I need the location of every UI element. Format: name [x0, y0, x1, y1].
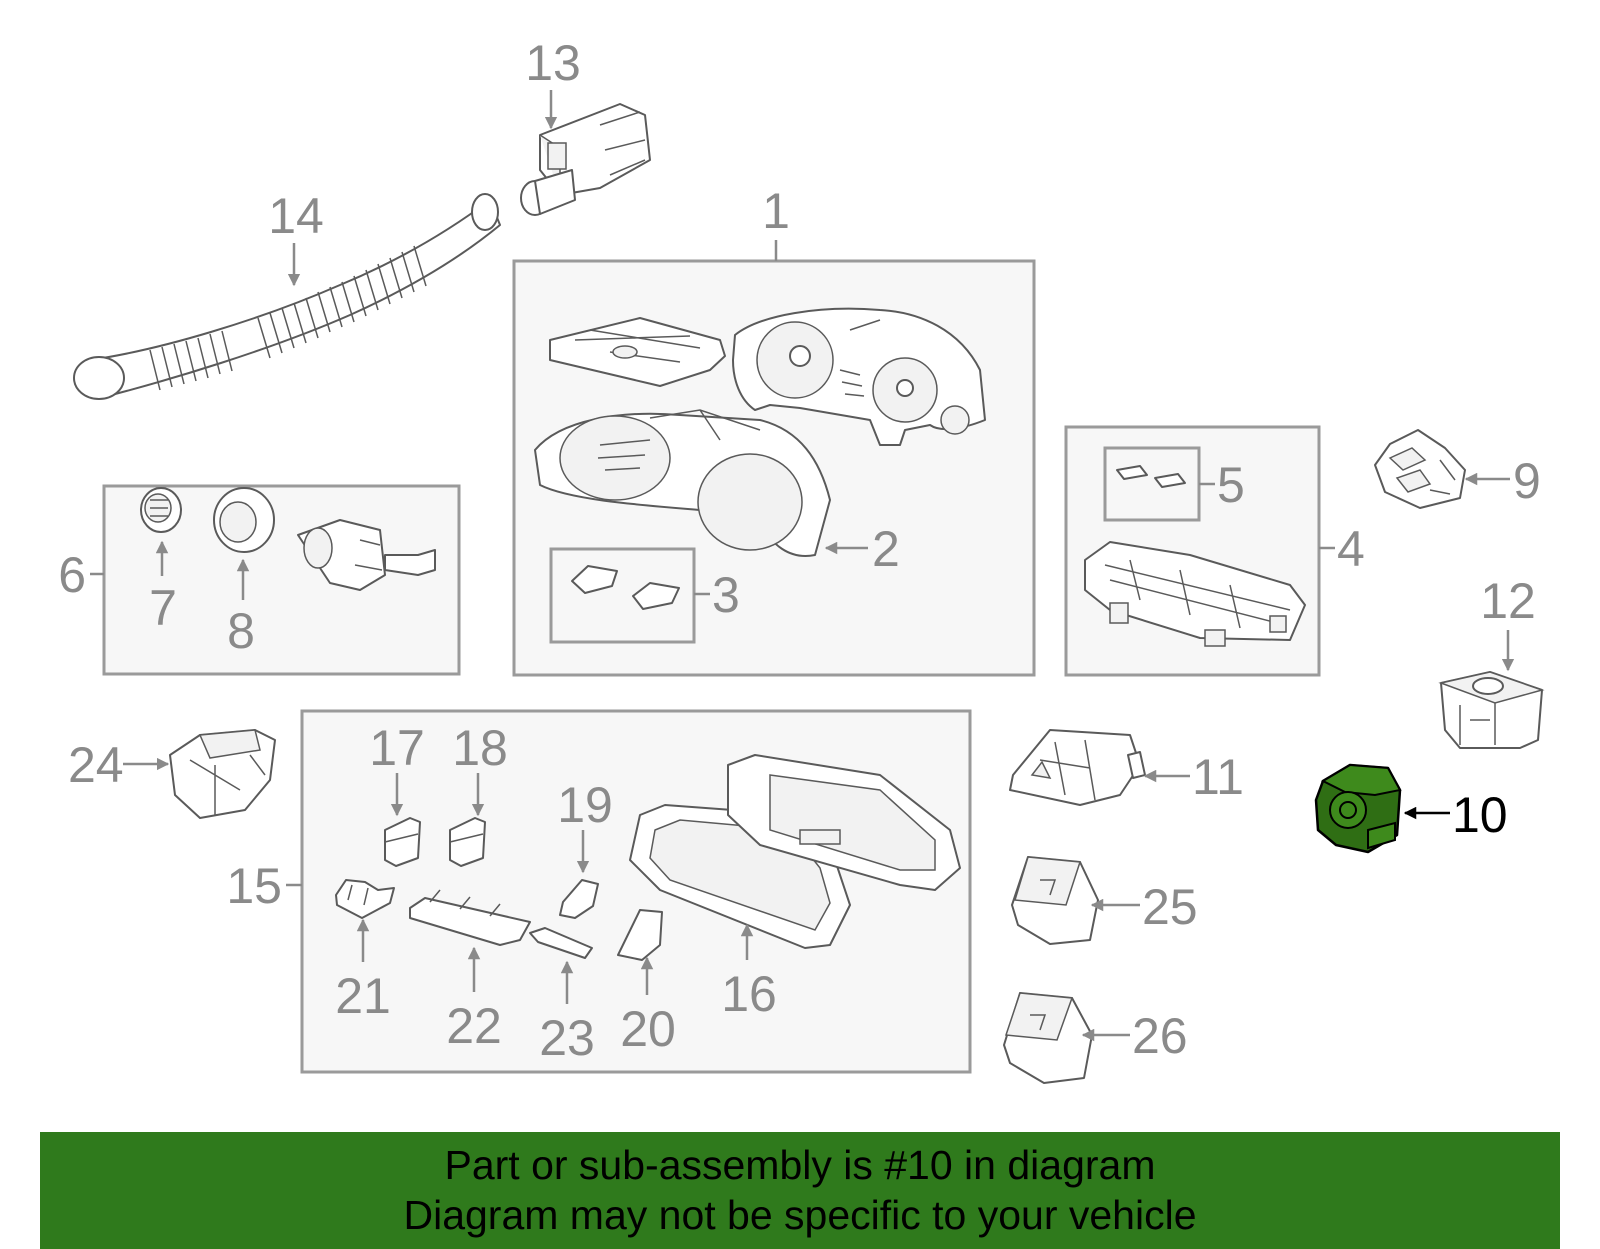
part-21-clip[interactable]	[335, 879, 395, 919]
part-26-switch[interactable]	[1003, 992, 1093, 1084]
callout-6: 6	[58, 547, 86, 603]
part-16-display[interactable]	[629, 754, 961, 949]
callout-11: 11	[1192, 749, 1244, 805]
info-banner: Part or sub-assembly is #10 in diagram D…	[40, 1132, 1560, 1249]
part-5-buttons[interactable]	[1116, 465, 1186, 488]
leader-lines	[90, 90, 1515, 1042]
part-19-button[interactable]	[559, 879, 599, 919]
part-23-button[interactable]	[529, 927, 593, 959]
callout-21: 21	[335, 968, 391, 1024]
part-cluster-gauges[interactable]	[732, 307, 986, 446]
callout-25: 25	[1142, 879, 1198, 935]
part-7-knob[interactable]	[140, 487, 182, 533]
callout-14: 14	[268, 188, 324, 244]
part-20-button[interactable]	[617, 909, 663, 961]
part-22-button-strip[interactable]	[409, 889, 531, 946]
part-2-cluster-lens[interactable]	[534, 409, 831, 557]
part-25-switch[interactable]	[1011, 856, 1099, 945]
callout-7: 7	[149, 580, 177, 636]
callout-26: 26	[1132, 1008, 1188, 1064]
part-9-switch[interactable]	[1374, 429, 1466, 509]
part-8-ring[interactable]	[213, 487, 275, 553]
callout-17: 17	[369, 720, 425, 776]
callout-8: 8	[227, 603, 255, 659]
callout-15: 15	[226, 858, 282, 914]
callout-10: 10	[1452, 787, 1508, 843]
part-3-clips[interactable]	[571, 565, 680, 610]
callout-1: 1	[762, 183, 790, 239]
callout-3: 3	[712, 567, 740, 623]
part-6-switch[interactable]	[297, 519, 436, 591]
callout-19: 19	[557, 777, 613, 833]
part-11-switch[interactable]	[1009, 729, 1146, 806]
part-10-switch-highlighted[interactable]	[1314, 763, 1402, 854]
banner-line-disclaimer: Diagram may not be specific to your vehi…	[403, 1192, 1197, 1238]
part-14-duct[interactable]	[73, 193, 501, 400]
callout-23: 23	[539, 1010, 595, 1066]
part-18-button[interactable]	[449, 817, 486, 867]
part-17-button[interactable]	[384, 817, 421, 867]
callout-16: 16	[721, 966, 777, 1022]
callout-13: 13	[525, 35, 581, 91]
part-cluster-cover[interactable]	[549, 317, 726, 387]
banner-line-part: Part or sub-assembly is #10 in diagram	[444, 1142, 1156, 1188]
callout-5: 5	[1217, 457, 1245, 513]
part-12-switch[interactable]	[1438, 671, 1545, 749]
callout-4: 4	[1337, 521, 1365, 577]
callout-labels: 1 2 3 4 5 6 7 8 9 10 11 12 13 14 15 16 1…	[58, 35, 1541, 1066]
part-24-switch[interactable]	[169, 729, 276, 819]
callout-20: 20	[620, 1001, 676, 1057]
callout-22: 22	[446, 998, 502, 1054]
part-4-climate-control[interactable]	[1084, 541, 1306, 647]
part-13-sensor[interactable]	[520, 103, 651, 216]
callout-18: 18	[452, 720, 508, 776]
callout-9: 9	[1513, 453, 1541, 509]
callout-2: 2	[872, 521, 900, 577]
callout-12: 12	[1480, 573, 1536, 629]
callout-24: 24	[68, 737, 124, 793]
